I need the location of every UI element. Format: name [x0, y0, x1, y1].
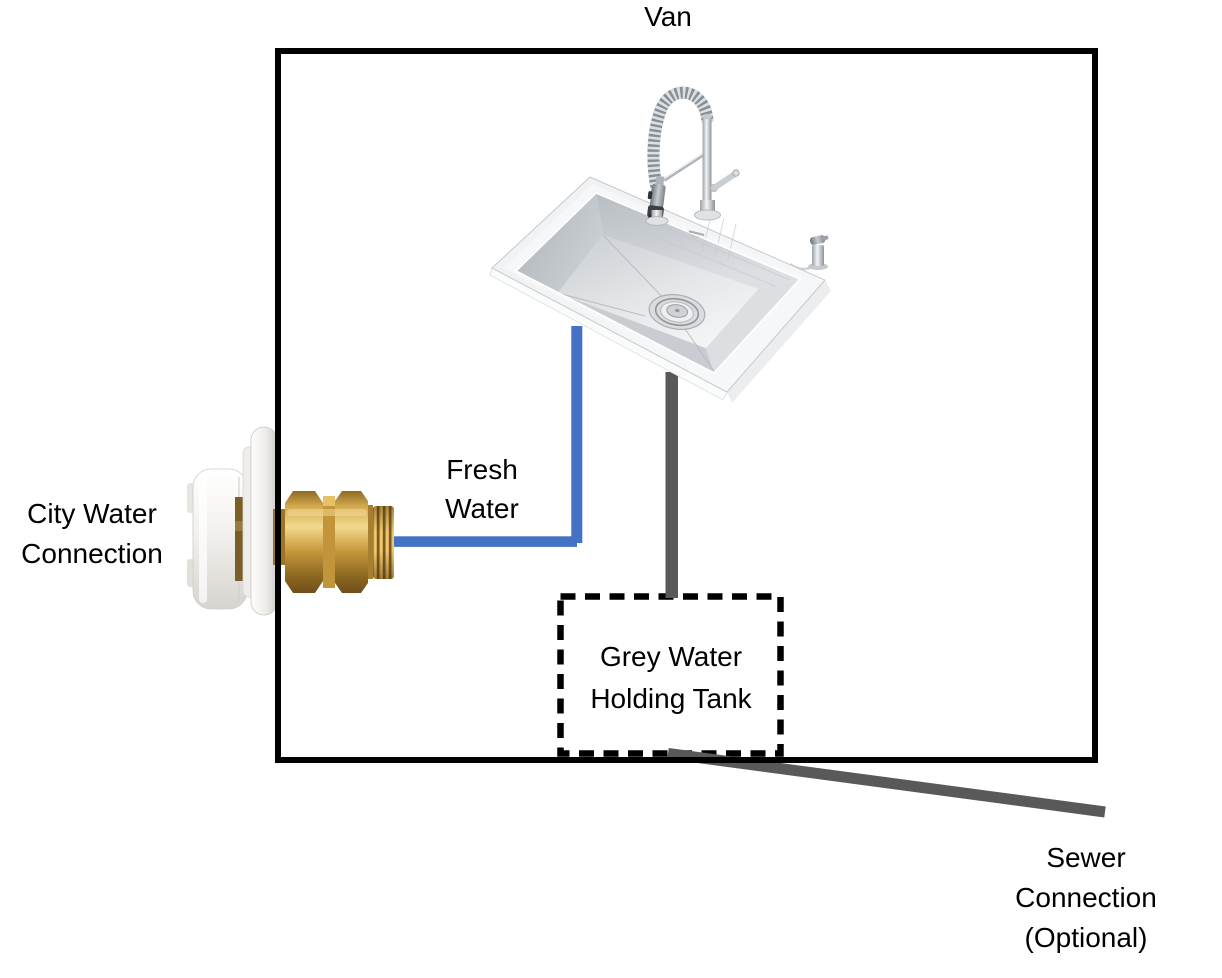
bowl-edge-highlight: [514, 192, 802, 374]
faucet-support-rod: [662, 152, 706, 182]
grey-water-pipe: [665, 372, 678, 598]
city-water-inlet-image: [187, 426, 394, 616]
fresh-water-pipe-vertical: [571, 326, 583, 543]
brand-mark: [688, 230, 705, 239]
faucet-handle-lever: [711, 171, 738, 191]
soap-dispenser: [808, 235, 829, 271]
fresh-water-label: Fresh Water: [445, 454, 519, 524]
sewer-pipe: [667, 748, 1106, 818]
faucet: [645, 86, 740, 226]
sewer-connection-label: Sewer Connection (Optional): [1015, 842, 1157, 953]
faucet-support-rod-highlight: [663, 151, 705, 180]
sink-floor: [558, 235, 758, 348]
drain: [648, 294, 706, 330]
inlet-brass-fitting: [273, 491, 394, 593]
grey-water-holding-tank-label: Grey Water Holding Tank: [590, 641, 752, 714]
sink-shadow: [727, 280, 831, 403]
kitchen-sink-image: [489, 86, 831, 403]
inlet-white-flange: [187, 426, 278, 616]
city-water-connection-label: City Water Connection: [21, 498, 163, 569]
sink-wall-right: [706, 279, 800, 373]
van-title: Van: [644, 1, 692, 32]
faucet-pipe-cap: [702, 113, 712, 120]
faucet-handle-knob: [732, 169, 740, 177]
brushed-texture: [604, 203, 791, 287]
faucet-pipe: [702, 116, 712, 210]
sink-wall-back-left: [516, 193, 603, 293]
faucet-base-flange: [694, 209, 721, 221]
fresh-water-pipe-horizontal: [394, 536, 577, 547]
faucet-coil-base: [647, 86, 714, 192]
spray-dock-flange: [645, 216, 669, 226]
spray-dock: [651, 210, 663, 220]
